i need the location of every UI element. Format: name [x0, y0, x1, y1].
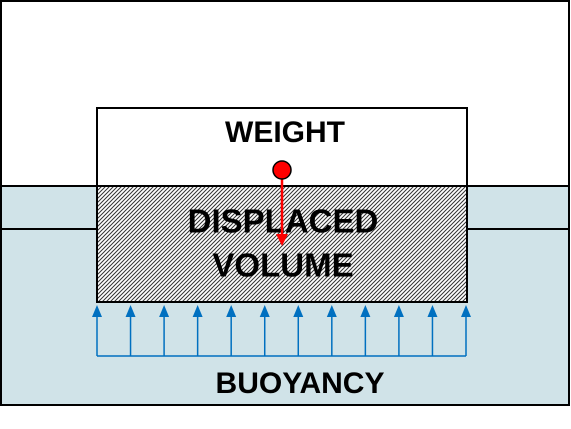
container-border	[0, 0, 570, 406]
buoyancy-arrows	[92, 305, 471, 357]
buoyancy-arrow-head	[192, 305, 203, 317]
weight-arrow-head	[276, 234, 288, 246]
buoyancy-arrow-head	[461, 305, 471, 317]
buoyancy-arrow-head	[360, 305, 371, 317]
buoyancy-label: BUOYANCY	[216, 367, 385, 400]
displaced-label-line2: VOLUME	[212, 247, 353, 284]
buoyancy-arrow-head	[92, 305, 102, 317]
buoyancy-arrow-head	[427, 305, 438, 317]
buoyancy-arrow-head	[393, 305, 404, 317]
buoyancy-arrow-head	[293, 305, 304, 317]
buoyancy-arrow-head	[226, 305, 237, 317]
center-of-gravity-marker	[272, 160, 292, 180]
weight-label: WEIGHT	[225, 116, 345, 149]
buoyancy-arrow-head	[259, 305, 270, 317]
buoyancy-arrow-head	[125, 305, 136, 317]
buoyancy-arrow-head	[326, 305, 337, 317]
buoyancy-arrow-head	[159, 305, 170, 317]
